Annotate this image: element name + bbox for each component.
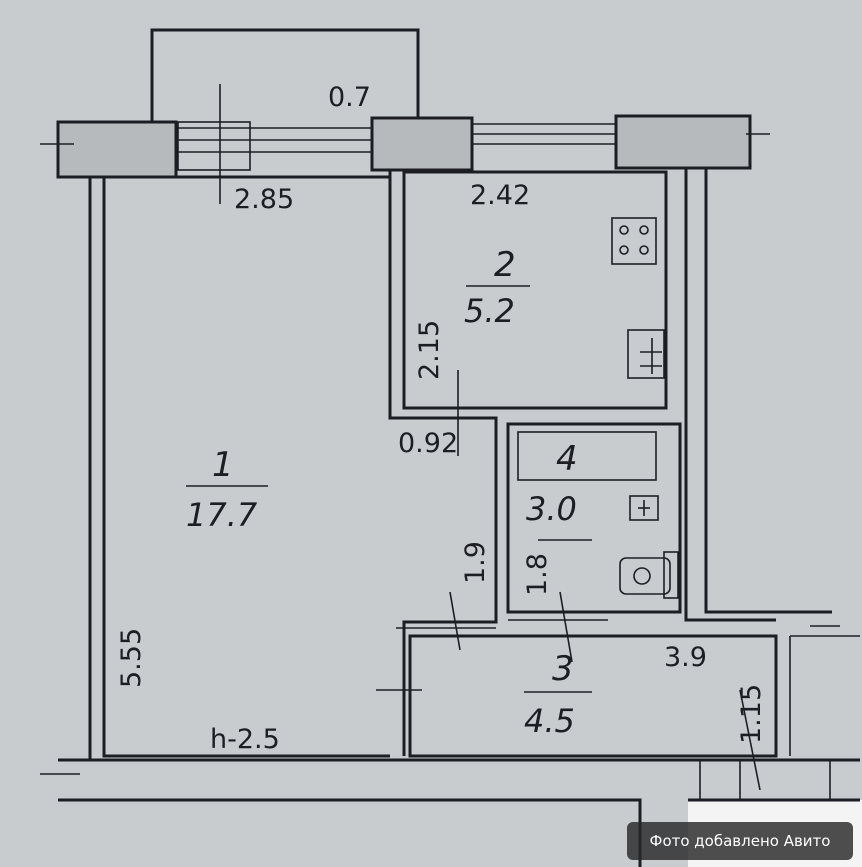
outer-wall-left [58,175,92,762]
outer-wall-right-inner [704,168,832,614]
inner-wall-left [102,177,390,758]
bathroom-outline [506,422,682,614]
room-area: 17.7 [186,496,258,534]
kitchen-outline [402,170,668,410]
room-area: 5.2 [464,292,515,330]
dim-room1-length: 5.55 [116,628,147,688]
outer-wall-right [684,168,776,622]
dim-corridor-height: 1.9 [460,541,491,584]
room-number: 3 [552,649,574,689]
room-4-label: 4 3.0 [526,439,592,541]
dim-kitchen-depth: 2.15 [414,320,445,380]
dim-room1-width: 2.85 [234,184,294,215]
top-wall-left [56,120,178,179]
room-2-label: 2 5.2 [464,245,530,330]
dim-bath-depth: 1.8 [522,553,553,596]
room-area: 3.0 [526,490,577,528]
dim-doorway: 0.92 [398,428,458,459]
hall-outline [408,634,778,758]
kitchen-sink-icon [627,329,665,379]
dim-kitchen-width: 2.42 [470,180,530,211]
watermark-badge: Фото добавлено Авито [627,822,853,860]
bathtub-icon [517,431,657,481]
top-wall-middle [370,116,474,172]
window-room1 [176,121,372,171]
dim-ceiling-height: h-2.5 [210,724,280,755]
toilet-icon [619,551,679,599]
dim-hall-length: 3.9 [664,642,707,673]
dim-hall-depth: 1.15 [736,684,767,744]
room-area: 4.5 [524,702,575,740]
room-number: 2 [494,245,516,285]
sink-icon [629,495,659,521]
room-3-label: 3 4.5 [524,649,592,740]
hall-step [396,619,608,629]
dim-balcony: 0.7 [328,82,371,113]
stove-icon [611,217,657,265]
window-kitchen [472,123,616,145]
partition-room1-kitchen [388,170,498,756]
dimension-ticks [40,84,840,791]
bottom-wall-right [699,635,860,800]
room-number: 4 [556,439,578,479]
room-number: 1 [212,445,234,485]
room-1-label: 1 17.7 [186,445,268,534]
balcony-outline [150,28,420,122]
top-wall-right [614,114,752,170]
